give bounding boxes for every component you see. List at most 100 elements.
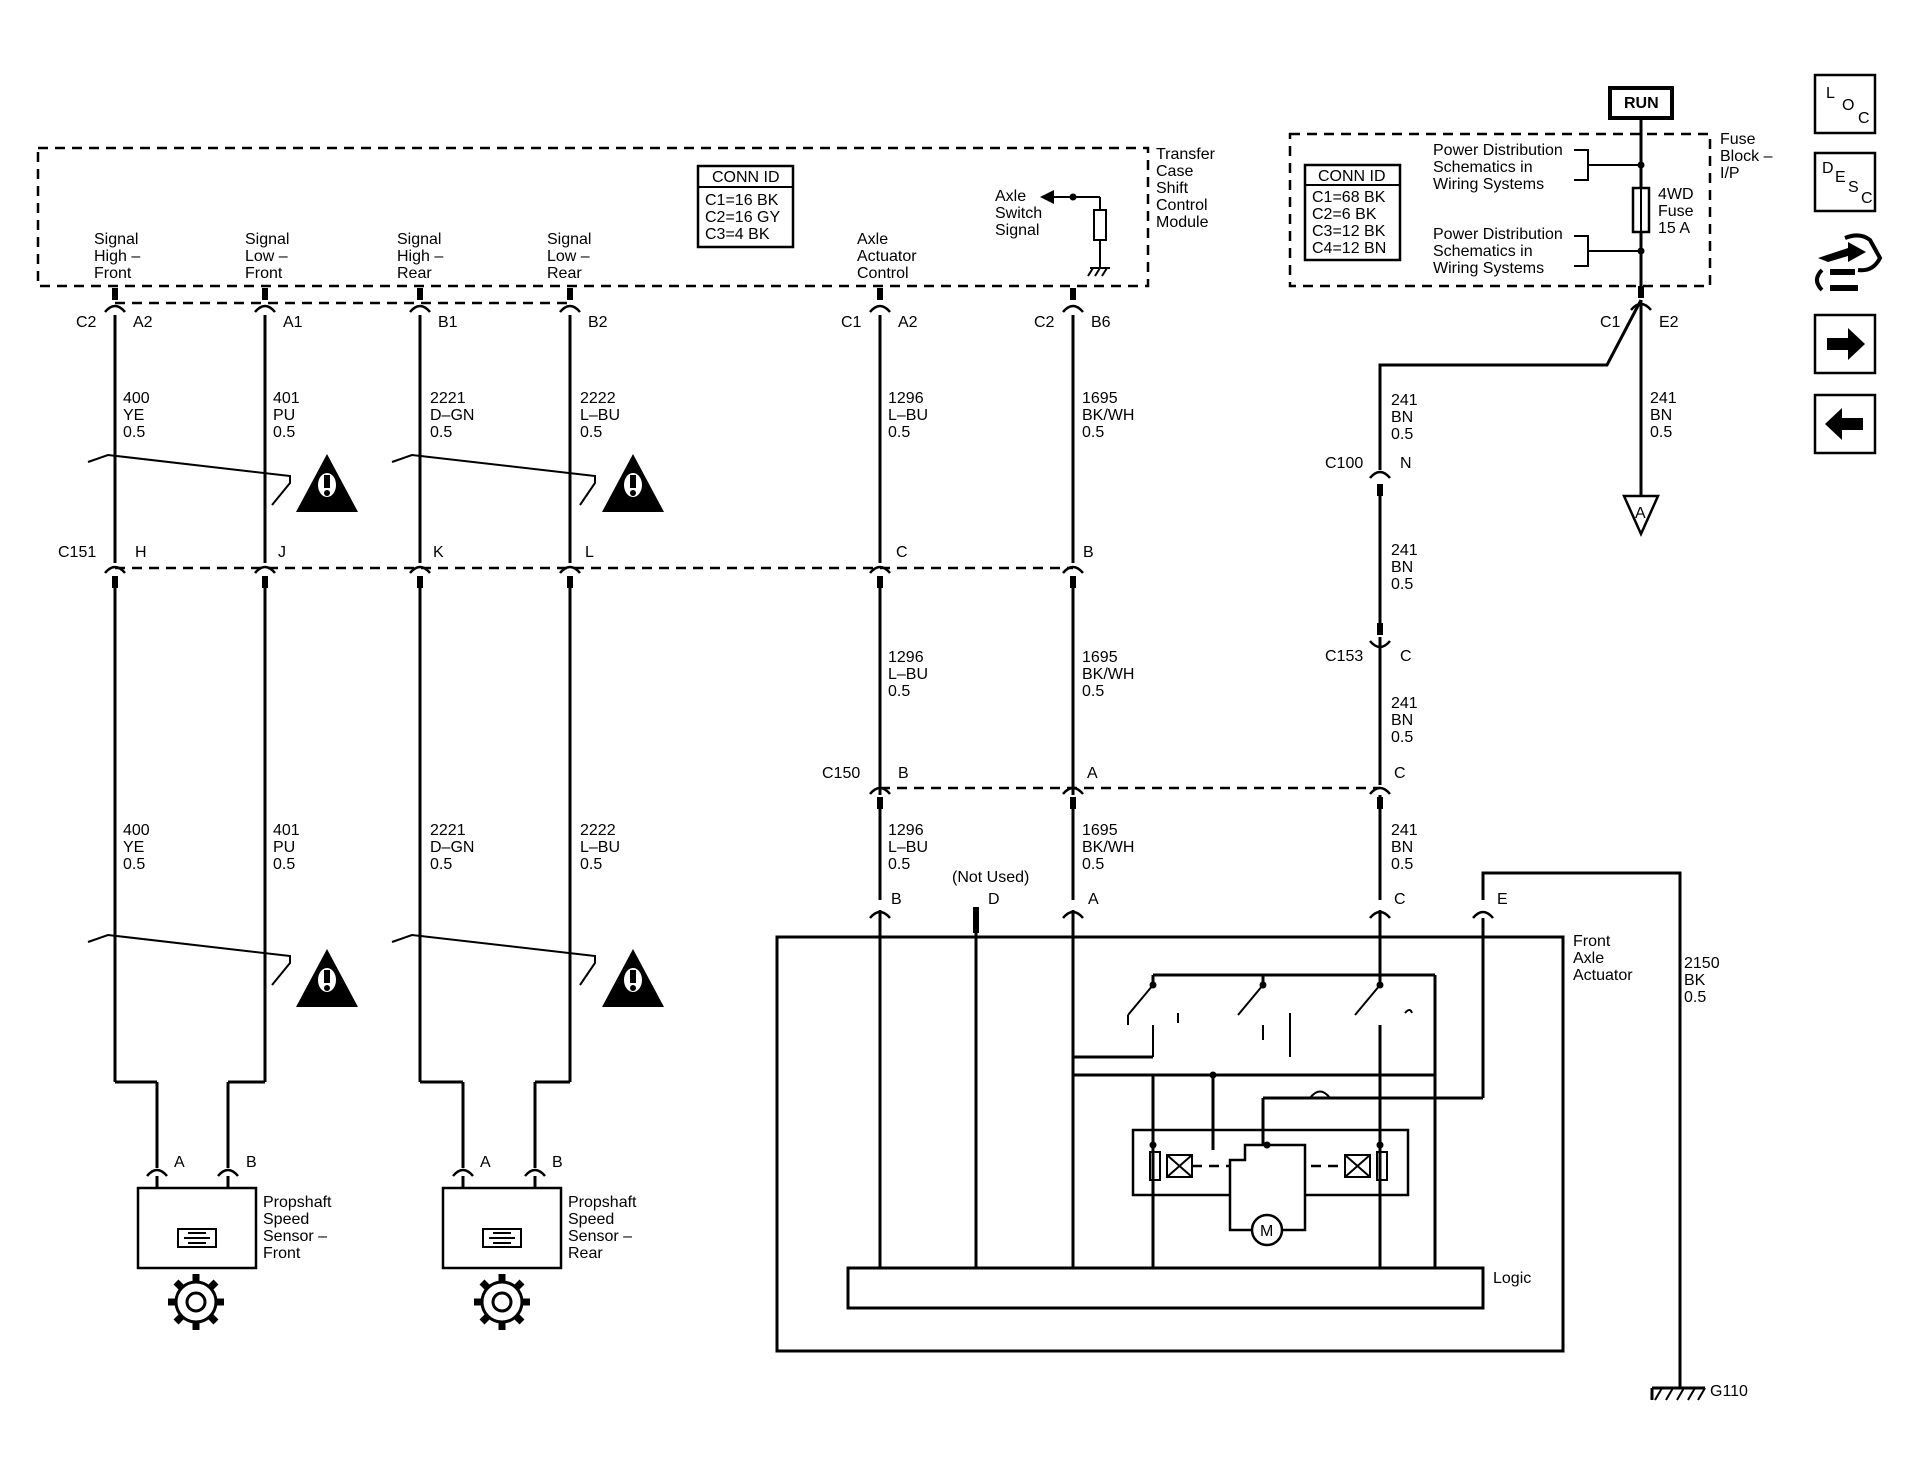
w2222-b-num: 2222: [580, 822, 616, 839]
caution-icon: [296, 454, 358, 512]
desc-button[interactable]: D E S C: [1813, 151, 1877, 213]
w401-a-size: 0.5: [273, 424, 295, 441]
desc-e: E: [1835, 169, 1846, 186]
w1695-c-num: 1695: [1082, 822, 1118, 839]
desc-c: C: [1861, 190, 1873, 207]
signal-3-line-2: High –: [397, 248, 443, 265]
sensor-rear-line-4: Rear: [568, 1245, 603, 1262]
fuse-conn-id-row-3: C3=12 BK: [1312, 223, 1386, 240]
tccm-pin-b6: B6: [1091, 314, 1111, 331]
tccm-name-5: Module: [1156, 214, 1209, 231]
signal-5-line-2: Actuator: [857, 248, 917, 265]
w241-b-size: 0.5: [1391, 576, 1413, 593]
w241-a-size: 0.5: [1391, 426, 1413, 443]
pd-note-top-1: Power Distribution: [1433, 142, 1563, 159]
w2222-a-color: L–BU: [580, 407, 620, 424]
tccm-pin-b1: B1: [438, 314, 458, 331]
pd-note-top-3: Wiring Systems: [1433, 176, 1544, 193]
w2150-color: BK: [1684, 972, 1706, 989]
actuator-pin-d: D: [988, 891, 1000, 908]
propshaft-sensor-front: Propshaft Speed Sensor – Front: [136, 1176, 332, 1270]
loc-button[interactable]: L O C: [1813, 73, 1877, 135]
actuator-boundary: [775, 935, 1565, 1353]
fuse-conn-c1: C1: [1600, 314, 1621, 331]
w241-d-size: 0.5: [1391, 856, 1413, 873]
w2222-a-num: 2222: [580, 390, 616, 407]
w401-a-color: PU: [273, 407, 295, 424]
w400-a-num: 400: [123, 390, 150, 407]
sensor-coil-icon: [177, 1228, 217, 1248]
c100-name: C100: [1325, 455, 1363, 472]
previous-arrow-icon[interactable]: [1813, 393, 1877, 455]
c151-pin-c: C: [896, 544, 908, 561]
tccm-module: Transfer Case Shift Control Module CONN …: [36, 146, 1216, 288]
caution-icon: [602, 454, 664, 512]
actuator-name-2: Axle: [1573, 950, 1604, 967]
svg-text:M: M: [1260, 1223, 1273, 1240]
c151-pin-k: K: [433, 544, 444, 561]
w1296-a-color: L–BU: [888, 407, 928, 424]
sensor-rear-line-2: Speed: [568, 1211, 614, 1228]
fuse-conn-id-title: CONN ID: [1318, 168, 1386, 185]
w1296-b-color: L–BU: [888, 666, 928, 683]
gear-icon: [474, 1274, 530, 1330]
wire-400: [113, 315, 159, 1168]
wire-241: A: [1378, 299, 1660, 935]
signal-1-line-3: Front: [94, 265, 132, 282]
actuator-pin-b: B: [891, 891, 902, 908]
w400-a-size: 0.5: [123, 424, 145, 441]
signal-5-line-1: Axle: [857, 231, 888, 248]
c151-name: C151: [58, 544, 96, 561]
fuse-label-3: 15 A: [1658, 220, 1690, 237]
actuator-pin-e: E: [1497, 891, 1508, 908]
caution-icons: [296, 454, 664, 1007]
not-used-label: (Not Used): [952, 869, 1029, 886]
fuse-conn-id-box: CONN ID C1=68 BK C2=6 BK C3=12 BK C4=12 …: [1303, 163, 1402, 262]
w1296-a-num: 1296: [888, 390, 924, 407]
signal-2-line-1: Signal: [245, 231, 289, 248]
w241-c-size: 0.5: [1391, 729, 1413, 746]
gear-icon: [168, 1274, 224, 1330]
desc-d: D: [1822, 160, 1834, 177]
actuator-name-1: Front: [1573, 933, 1611, 950]
tccm-name-1: Transfer: [1156, 146, 1216, 163]
w241-c-color: BN: [1391, 712, 1413, 729]
w1695-b-num: 1695: [1082, 649, 1118, 666]
tccm-pin-a2: A2: [133, 314, 153, 331]
w1695-a-color: BK/WH: [1082, 407, 1134, 424]
loc-l: L: [1826, 85, 1835, 102]
w1695-c-size: 0.5: [1082, 856, 1104, 873]
signal-arrow-icon: [1040, 190, 1054, 204]
wire-2150: [1481, 871, 1682, 1388]
w1695-b-color: BK/WH: [1082, 666, 1134, 683]
signal-4-line-3: Rear: [547, 265, 582, 282]
w2222-a-size: 0.5: [580, 424, 602, 441]
signal-2-line-2: Low –: [245, 248, 288, 265]
signal-4-line-1: Signal: [547, 231, 591, 248]
fuse-conn-id-row-2: C2=6 BK: [1312, 206, 1377, 223]
fuse-block: Fuse Block – I/P CONN ID C1=68 BK C2=6 B…: [1288, 86, 1773, 290]
offpage-a-icon: [1622, 494, 1660, 538]
loc-o: O: [1842, 97, 1854, 114]
signal-5-line-3: Control: [857, 265, 909, 282]
next-arrow-icon[interactable]: [1813, 313, 1877, 375]
tccm-conn-id-row-1: C1=16 BK: [705, 192, 779, 209]
offpage-label: A: [1635, 505, 1646, 522]
w1296-c-color: L–BU: [888, 839, 928, 856]
position-switches: [1127, 973, 1437, 1268]
signal-1-line-2: High –: [94, 248, 140, 265]
w2221-a-num: 2221: [430, 390, 466, 407]
w241-a-num: 241: [1391, 392, 1418, 409]
axle-switch-line-2: Switch: [995, 205, 1042, 222]
w401-b-num: 401: [273, 822, 300, 839]
tccm-conn-id-title: CONN ID: [712, 169, 780, 186]
pd-note-bottom-1: Power Distribution: [1433, 226, 1563, 243]
connector-view-icon[interactable]: [1815, 233, 1883, 292]
fuse-block-boundary: [1288, 132, 1712, 288]
pd-note-top-2: Schematics in: [1433, 159, 1533, 176]
w241-d-num: 241: [1391, 822, 1418, 839]
connector-labels: C2 A2 A1 B1 B2 C1 A2 C2 B6 C1 E2 C151 H …: [58, 314, 1679, 1171]
w2221-b-color: D–GN: [430, 839, 474, 856]
w241-e-color: BN: [1650, 407, 1672, 424]
